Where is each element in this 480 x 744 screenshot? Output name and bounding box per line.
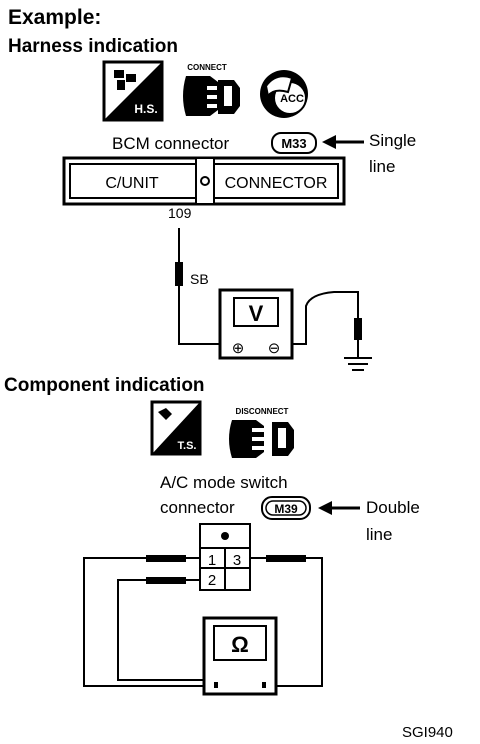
ignition-key-icon: ACC xyxy=(260,70,308,118)
wire-color-label: SB xyxy=(190,271,209,287)
harness-indication-title: Harness indication xyxy=(8,36,178,57)
example-heading: Example: xyxy=(8,6,101,29)
cunit-label: C/UNIT xyxy=(105,175,159,192)
voltmeter: V ⊕ ⊖ xyxy=(218,288,294,360)
pin-1: 1 xyxy=(208,552,216,569)
disconnect-icon xyxy=(229,420,294,458)
plus-terminal: ⊕ xyxy=(232,340,245,357)
pin-2: 2 xyxy=(208,572,216,589)
terminal-number: 109 xyxy=(168,205,192,221)
ts-icon: T.S. xyxy=(150,400,202,456)
double-line-arrow xyxy=(318,501,360,515)
single-note-line2: line xyxy=(369,157,395,176)
ac-switch-connector: 1 3 2 xyxy=(199,523,251,591)
double-note-line1: Double xyxy=(366,498,420,517)
bcm-connector-code: M33 xyxy=(281,136,306,151)
single-line-arrow xyxy=(322,135,364,149)
connector-text: CONNECTOR xyxy=(225,175,328,192)
pin-3: 3 xyxy=(233,552,241,569)
hs-text: H.S. xyxy=(134,102,157,116)
figure-code: SGI940 xyxy=(402,724,453,741)
minus-terminal: ⊖ xyxy=(268,340,281,357)
bcm-connector-label: BCM connector xyxy=(112,134,229,153)
ground-icon xyxy=(344,357,372,371)
ohmmeter-symbol: Ω xyxy=(231,632,249,657)
single-note-line1: Single xyxy=(369,131,416,150)
double-note-line2: line xyxy=(366,525,392,544)
disconnect-label: DISCONNECT xyxy=(236,407,289,416)
ac-mode-switch-label-line1: A/C mode switch xyxy=(160,473,288,492)
voltmeter-symbol: V xyxy=(249,301,264,326)
ohmmeter: Ω xyxy=(202,616,278,696)
connector-code-badge-double: M39 xyxy=(261,496,311,520)
voltmeter-probe-wiring xyxy=(175,228,362,358)
connect-label: CONNECT xyxy=(187,63,227,72)
hs-icon: H.S. xyxy=(102,60,164,122)
connector-code-badge-single: M33 xyxy=(271,132,317,154)
ts-text: T.S. xyxy=(178,440,197,452)
ac-mode-switch-label-line2: connector xyxy=(160,498,235,517)
ohmmeter-wiring xyxy=(83,555,323,687)
bcm-connector-block: C/UNIT CONNECTOR xyxy=(62,156,346,206)
acc-text: ACC xyxy=(280,93,304,105)
ac-switch-connector-code: M39 xyxy=(274,502,298,516)
connect-icon xyxy=(183,76,240,116)
component-indication-title: Component indication xyxy=(4,375,205,396)
